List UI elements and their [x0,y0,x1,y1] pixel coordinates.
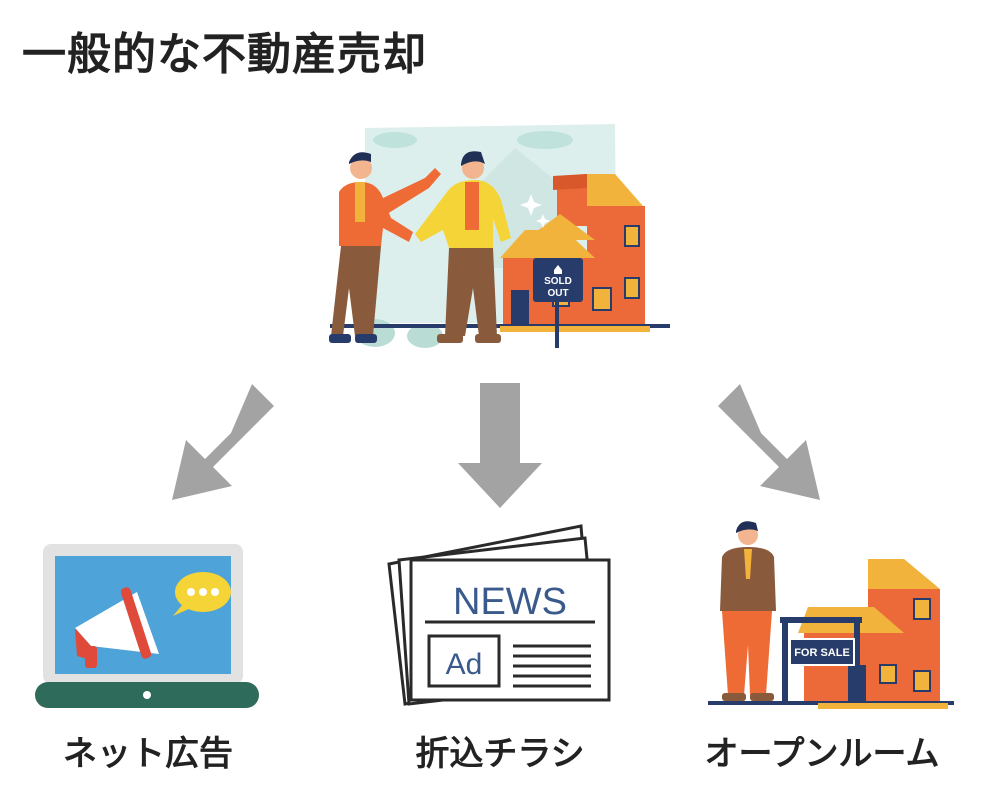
page-title: 一般的な不動産売却 [22,29,427,80]
arrow-center [458,383,542,508]
newspaper-icon: NEWS Ad [387,524,611,706]
channel-label-flyer: 折込チラシ [415,734,585,774]
laptop-megaphone-icon [35,544,259,708]
open-house-icon: FOR SALE [708,521,954,709]
channel-label-net-ad: ネット広告 [63,734,233,774]
channel-label-open-room: オープンルーム [704,734,940,774]
buyer-figure [415,151,511,343]
salesperson-figure [329,152,441,343]
sold-sign-line1: SOLD [544,276,572,287]
arrow-left [172,384,274,500]
arrow-right [718,384,820,500]
news-headline: NEWS [453,581,567,623]
for-sale-sign-text: FOR SALE [794,647,850,659]
ad-box-text: Ad [446,648,483,681]
hero-illustration: SOLD OUT [329,124,670,348]
sold-sign-line2: OUT [547,288,568,299]
agent-figure [720,521,776,701]
